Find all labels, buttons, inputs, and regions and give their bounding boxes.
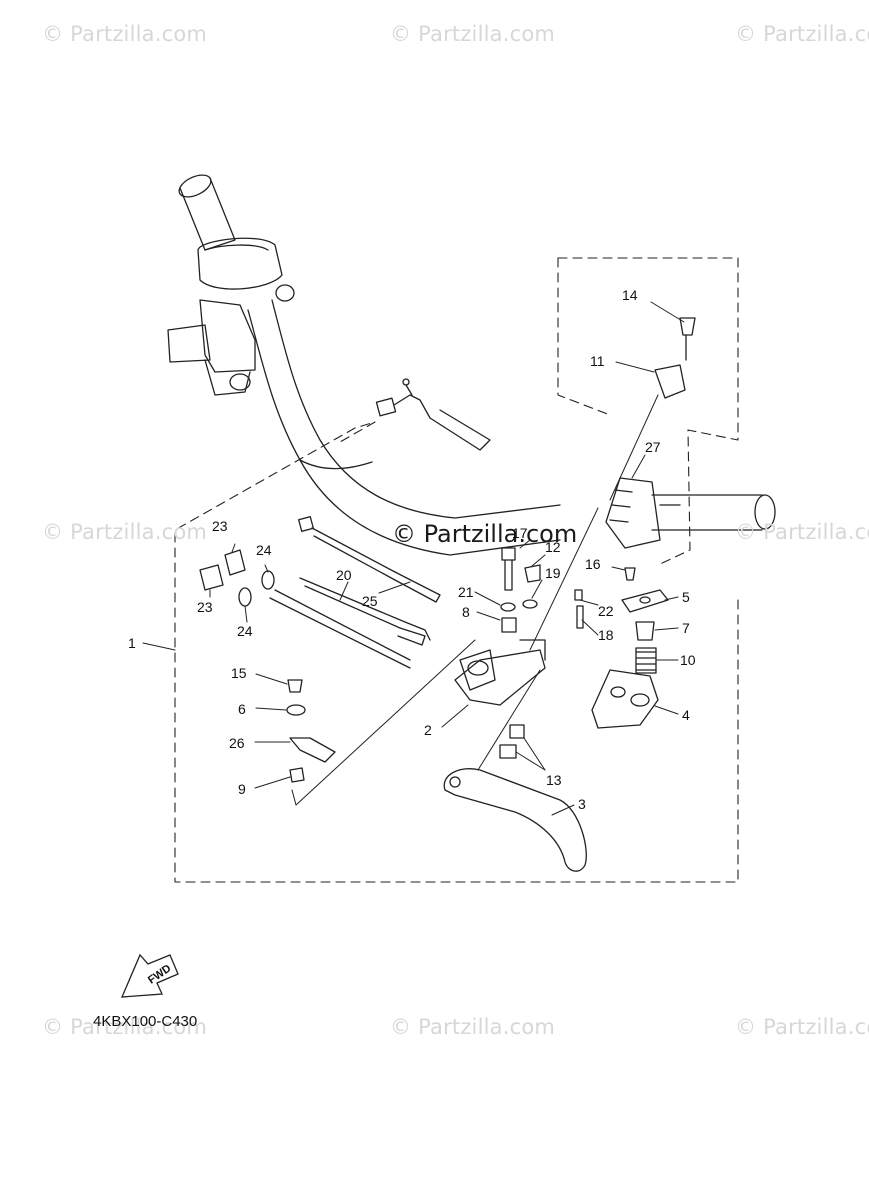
fwd-label: FWD — [146, 962, 173, 986]
spring — [635, 647, 657, 674]
diagram-code: 4KBX100-C430 — [93, 1013, 198, 1030]
callout-25[interactable]: 25 — [362, 593, 378, 609]
switch-wire — [375, 378, 491, 451]
center-watermark: © Partzilla.com — [392, 520, 578, 548]
callout-5[interactable]: 5 — [682, 589, 690, 605]
callout-18[interactable]: 18 — [598, 627, 614, 643]
callout-15[interactable]: 15 — [231, 665, 247, 681]
callout-21[interactable]: 21 — [458, 584, 474, 600]
fasteners-center — [499, 547, 541, 759]
callout-23b[interactable]: 23 — [197, 599, 213, 615]
callout-12[interactable]: 12 — [545, 539, 561, 555]
brake-lever — [443, 768, 587, 872]
callout-9[interactable]: 9 — [238, 781, 246, 797]
throttle-housing — [605, 477, 776, 549]
callout-10[interactable]: 10 — [680, 652, 696, 668]
callout-6[interactable]: 6 — [238, 701, 246, 717]
switch-body — [591, 669, 659, 729]
callout-19[interactable]: 19 — [545, 565, 561, 581]
watermark: © Partzilla.com — [42, 1015, 208, 1039]
left-grip — [167, 174, 295, 396]
throttle-cover — [654, 317, 696, 399]
callout-17[interactable]: 17 — [512, 525, 528, 541]
callout-24a[interactable]: 24 — [256, 542, 272, 558]
callout-20[interactable]: 20 — [336, 567, 352, 583]
watermark: © Partzilla.com — [42, 22, 208, 46]
callout-23a[interactable]: 23 — [212, 518, 228, 534]
watermark: © Partzilla.com — [390, 1015, 556, 1039]
callout-22[interactable]: 22 — [598, 603, 614, 619]
assembly-boundary — [174, 257, 739, 883]
watermark: © Partzilla.com — [735, 520, 869, 544]
watermark: © Partzilla.com — [735, 22, 869, 46]
callout-11[interactable]: 11 — [590, 353, 605, 369]
callout-3[interactable]: 3 — [578, 796, 586, 812]
throttle-cables — [269, 516, 441, 669]
callout-13[interactable]: 13 — [546, 772, 562, 788]
callout-27[interactable]: 27 — [645, 439, 661, 455]
callout-16[interactable]: 16 — [585, 556, 601, 572]
handlebar-tube — [247, 299, 561, 556]
small-parts-right — [574, 567, 669, 641]
callout-1[interactable]: 1 — [128, 635, 136, 651]
callout-4[interactable]: 4 — [682, 707, 690, 723]
watermark: © Partzilla.com — [42, 520, 208, 544]
callout-14[interactable]: 14 — [622, 287, 638, 303]
callout-24b[interactable]: 24 — [237, 623, 253, 639]
lever-bracket — [454, 639, 546, 706]
leader-lines — [142, 301, 685, 816]
callout-26[interactable]: 26 — [229, 735, 245, 751]
watermark: © Partzilla.com — [735, 1015, 869, 1039]
callout-7[interactable]: 7 — [682, 620, 690, 636]
forward-arrow-icon: FWD — [120, 953, 179, 998]
callout-2[interactable]: 2 — [424, 722, 432, 738]
callout-8[interactable]: 8 — [462, 604, 470, 620]
watermark: © Partzilla.com — [390, 22, 556, 46]
